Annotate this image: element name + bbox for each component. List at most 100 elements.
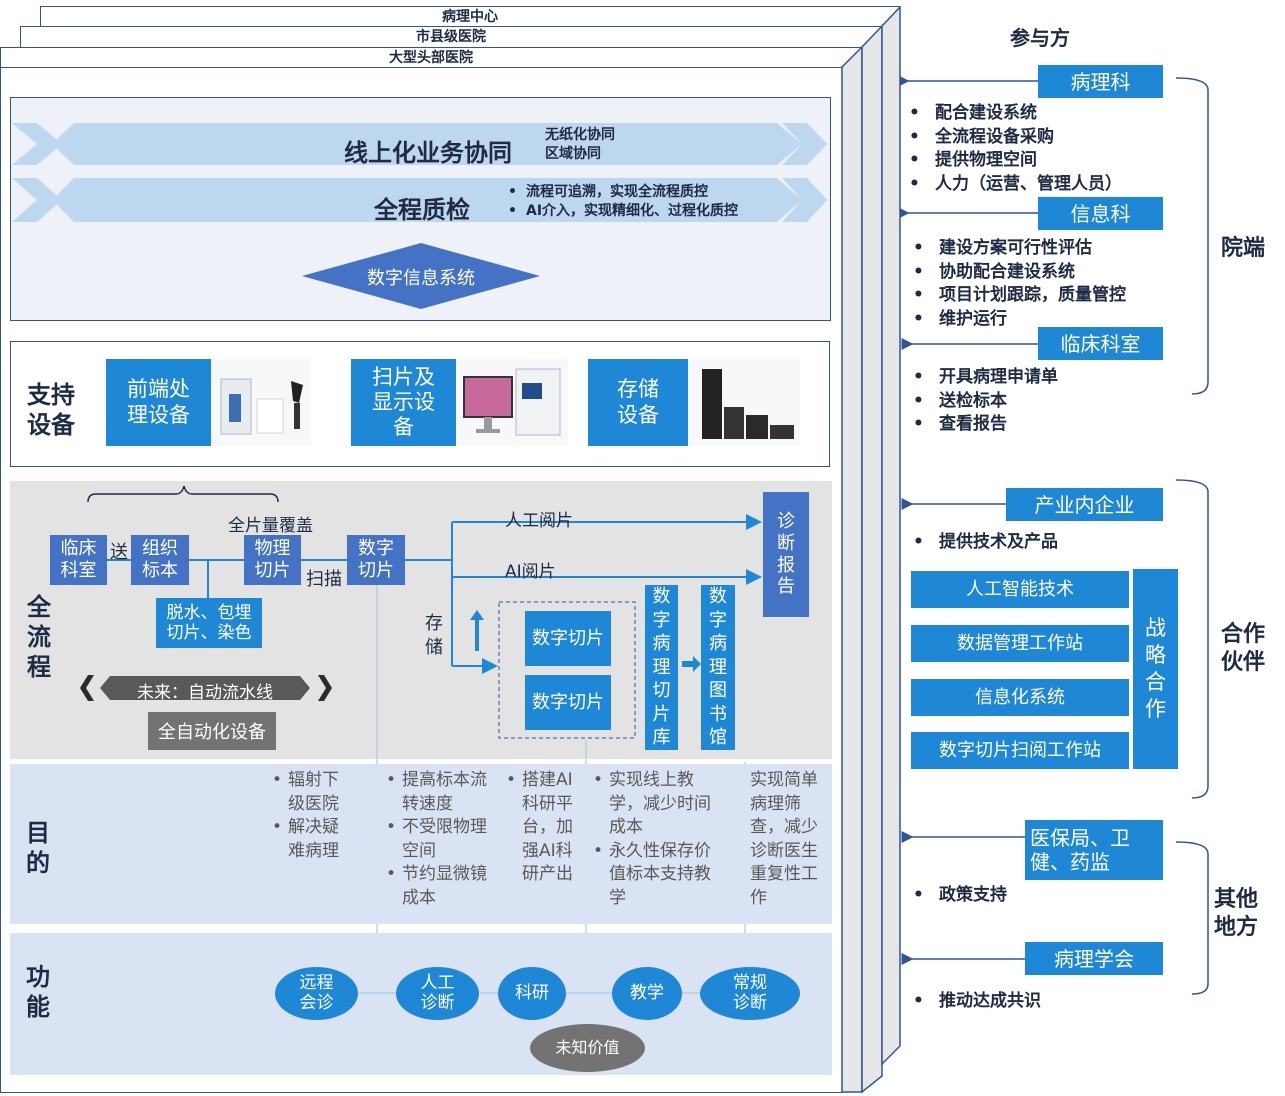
collab-arrows	[12, 123, 827, 222]
quality-check-points: •流程可追溯，实现全流程质控 •AI介入，实现精细化、过程化质控	[508, 184, 739, 219]
pathology-item-4: 人力（运营、管理人员）	[909, 173, 1122, 197]
function-research: 科研	[498, 967, 566, 1020]
function-manual-diagnosis: 人工诊断	[396, 967, 479, 1020]
function-unknown-value: 未知价值	[530, 1024, 645, 1072]
society-list: 推动达成共识	[913, 990, 1041, 1014]
tech-info-system: 信息化系统	[911, 679, 1129, 716]
full-auto-equipment-box: 全自动化设备	[148, 712, 276, 750]
group-it-dept: 信息科	[1038, 197, 1163, 230]
tech-ai: 人工智能技术	[911, 571, 1129, 608]
purpose-difficult: 解决疑难病理	[272, 816, 352, 863]
layer-title-county-hospital: 市县级医院	[416, 29, 486, 45]
function-teaching: 教学	[612, 967, 682, 1020]
diagnosis-report-box: 诊断报告	[763, 492, 809, 617]
digital-info-system-label: 数字信息系统	[367, 268, 475, 289]
scanner-monitor-icon	[463, 368, 561, 436]
strategic-cooperation: 战略合作	[1133, 569, 1178, 769]
it-item-1: 建设方案可行性评估	[913, 237, 1126, 261]
online-collab-subs: 无纸化协同 区域协同	[545, 126, 615, 164]
it-item-3: 项目计划跟踪，质量管控	[913, 284, 1126, 308]
quality-check-title: 全程质检	[374, 196, 470, 224]
clinical-dept-list: 开具病理申请单 送检标本 查看报告	[913, 366, 1058, 437]
hospital-side-label: 院端	[1221, 236, 1266, 261]
quality-point-traceable: 流程可追溯，实现全流程质控	[526, 184, 708, 200]
future-pipeline-label: 未来：自动流水线	[137, 683, 273, 703]
full-coverage-label: 全片量覆盖	[228, 516, 313, 536]
pathology-item-2: 全流程设备采购	[909, 126, 1122, 150]
purpose-col-2: 提高标本流转速度 不受限物理空间 节约显微镜成本	[386, 769, 498, 910]
storage-device-image	[688, 359, 800, 446]
scan-device-image	[456, 359, 568, 446]
frontend-device-icon	[220, 378, 303, 435]
digital-slice-box: 数字切片	[347, 535, 405, 585]
gov-list: 政策支持	[913, 884, 1007, 908]
clinical-item-2: 送检标本	[913, 390, 1058, 414]
flow-label: 全流程	[27, 592, 57, 682]
digital-pathology-library: 数字病理图书馆	[701, 585, 735, 750]
gov-item: 政策支持	[913, 884, 1007, 908]
support-label: 支持设备	[27, 381, 75, 439]
purpose-speed: 提高标本流转速度	[386, 769, 498, 816]
purpose-col-5: 实现简单病理筛查，减少诊断医生重复性工作	[750, 770, 818, 908]
purpose-col-1: 辐射下级医院 解决疑难病理	[272, 769, 352, 863]
purpose-microscope: 节约显微镜成本	[386, 863, 498, 910]
physical-slice-box: 物理切片	[244, 535, 301, 585]
clinical-item-1: 开具病理申请单	[913, 366, 1058, 390]
digital-slide-box-1: 数字切片	[525, 611, 611, 666]
industry-list: 提供技术及产品	[913, 531, 1058, 555]
purpose-radiate: 辐射下级医院	[272, 769, 352, 816]
flow-label-text: 全流程	[27, 593, 51, 681]
partners-label: 合作伙伴	[1221, 622, 1266, 675]
collab-sub-regional: 区域协同	[545, 146, 601, 162]
digital-slide-box-2: 数字切片	[525, 675, 611, 730]
ai-read-label: AI阅片	[505, 562, 556, 582]
function-label: 功能	[26, 963, 50, 1021]
group-clinical-dept: 临床科室	[1038, 327, 1163, 360]
quality-point-ai: AI介入，实现精细化、过程化质控	[526, 203, 739, 219]
others-label: 其他地方	[1214, 887, 1259, 940]
store-label: 存储	[425, 613, 443, 658]
pathology-item-1: 配合建设系统	[909, 102, 1122, 126]
purpose-col-4: 实现线上教学，减少时间成本 永久性保存价值标本支持教学	[593, 769, 723, 910]
device-frontend: 前端处理设备	[106, 359, 211, 446]
purpose-online-teaching: 实现线上教学，减少时间成本	[593, 769, 723, 840]
pathology-item-3: 提供物理空间	[909, 149, 1122, 173]
tech-slide-station: 数字切片扫阅工作站	[911, 732, 1129, 769]
group-pathology-society: 病理学会	[1025, 942, 1163, 975]
function-routine-diagnosis: 常规诊断	[700, 967, 800, 1020]
digital-info-diamond	[302, 243, 540, 309]
society-item: 推动达成共识	[913, 990, 1041, 1014]
send-label: 送	[110, 542, 128, 563]
it-item-4: 维护运行	[913, 308, 1126, 332]
process-steps-box: 脱水、包埋切片、染色	[156, 598, 262, 648]
purpose-col-3: 搭建AI科研平台，加强AI科研产出	[506, 769, 580, 887]
manual-read-label: 人工阅片	[505, 511, 573, 531]
device-scan-display: 扫片及显示设备	[351, 359, 456, 446]
participants-title: 参与方	[1010, 26, 1070, 50]
group-pathology-dept: 病理科	[1038, 65, 1163, 98]
device-storage: 存储设备	[588, 359, 688, 446]
tech-data-station: 数据管理工作站	[911, 625, 1129, 662]
flow-section	[10, 481, 832, 759]
it-dept-list: 建设方案可行性评估 协助配合建设系统 项目计划跟踪，质量管控 维护运行	[913, 237, 1126, 331]
collab-sub-paperless: 无纸化协同	[545, 127, 615, 143]
frontend-device-image	[211, 359, 311, 446]
layer-title-pathology-center: 病理中心	[442, 9, 498, 25]
layer-title-large-hospital: 大型头部医院	[389, 50, 473, 66]
layer-side-faces	[841, 6, 901, 1094]
online-collab-title: 线上化业务协同	[344, 139, 512, 167]
it-item-2: 协助配合建设系统	[913, 261, 1126, 285]
group-industry: 产业内企业	[1006, 488, 1163, 521]
purpose-ai-platform: 搭建AI科研平台，加强AI科研产出	[506, 769, 580, 887]
industry-item: 提供技术及产品	[913, 531, 1058, 555]
participant-arrows	[900, 75, 1209, 995]
clinical-dept-box: 临床科室	[50, 535, 107, 585]
pathology-dept-list: 配合建设系统 全流程设备采购 提供物理空间 人力（运营、管理人员）	[909, 102, 1122, 196]
clinical-item-3: 查看报告	[913, 413, 1058, 437]
purpose-label: 目的	[26, 819, 50, 877]
purpose-permanent: 永久性保存价值标本支持教学	[593, 840, 723, 911]
digital-slide-library: 数字病理切片库	[645, 585, 678, 750]
group-gov: 医保局、卫健、药监	[1025, 820, 1163, 880]
function-remote-consult: 远程会诊	[275, 967, 358, 1020]
storage-server-icon	[702, 369, 794, 439]
